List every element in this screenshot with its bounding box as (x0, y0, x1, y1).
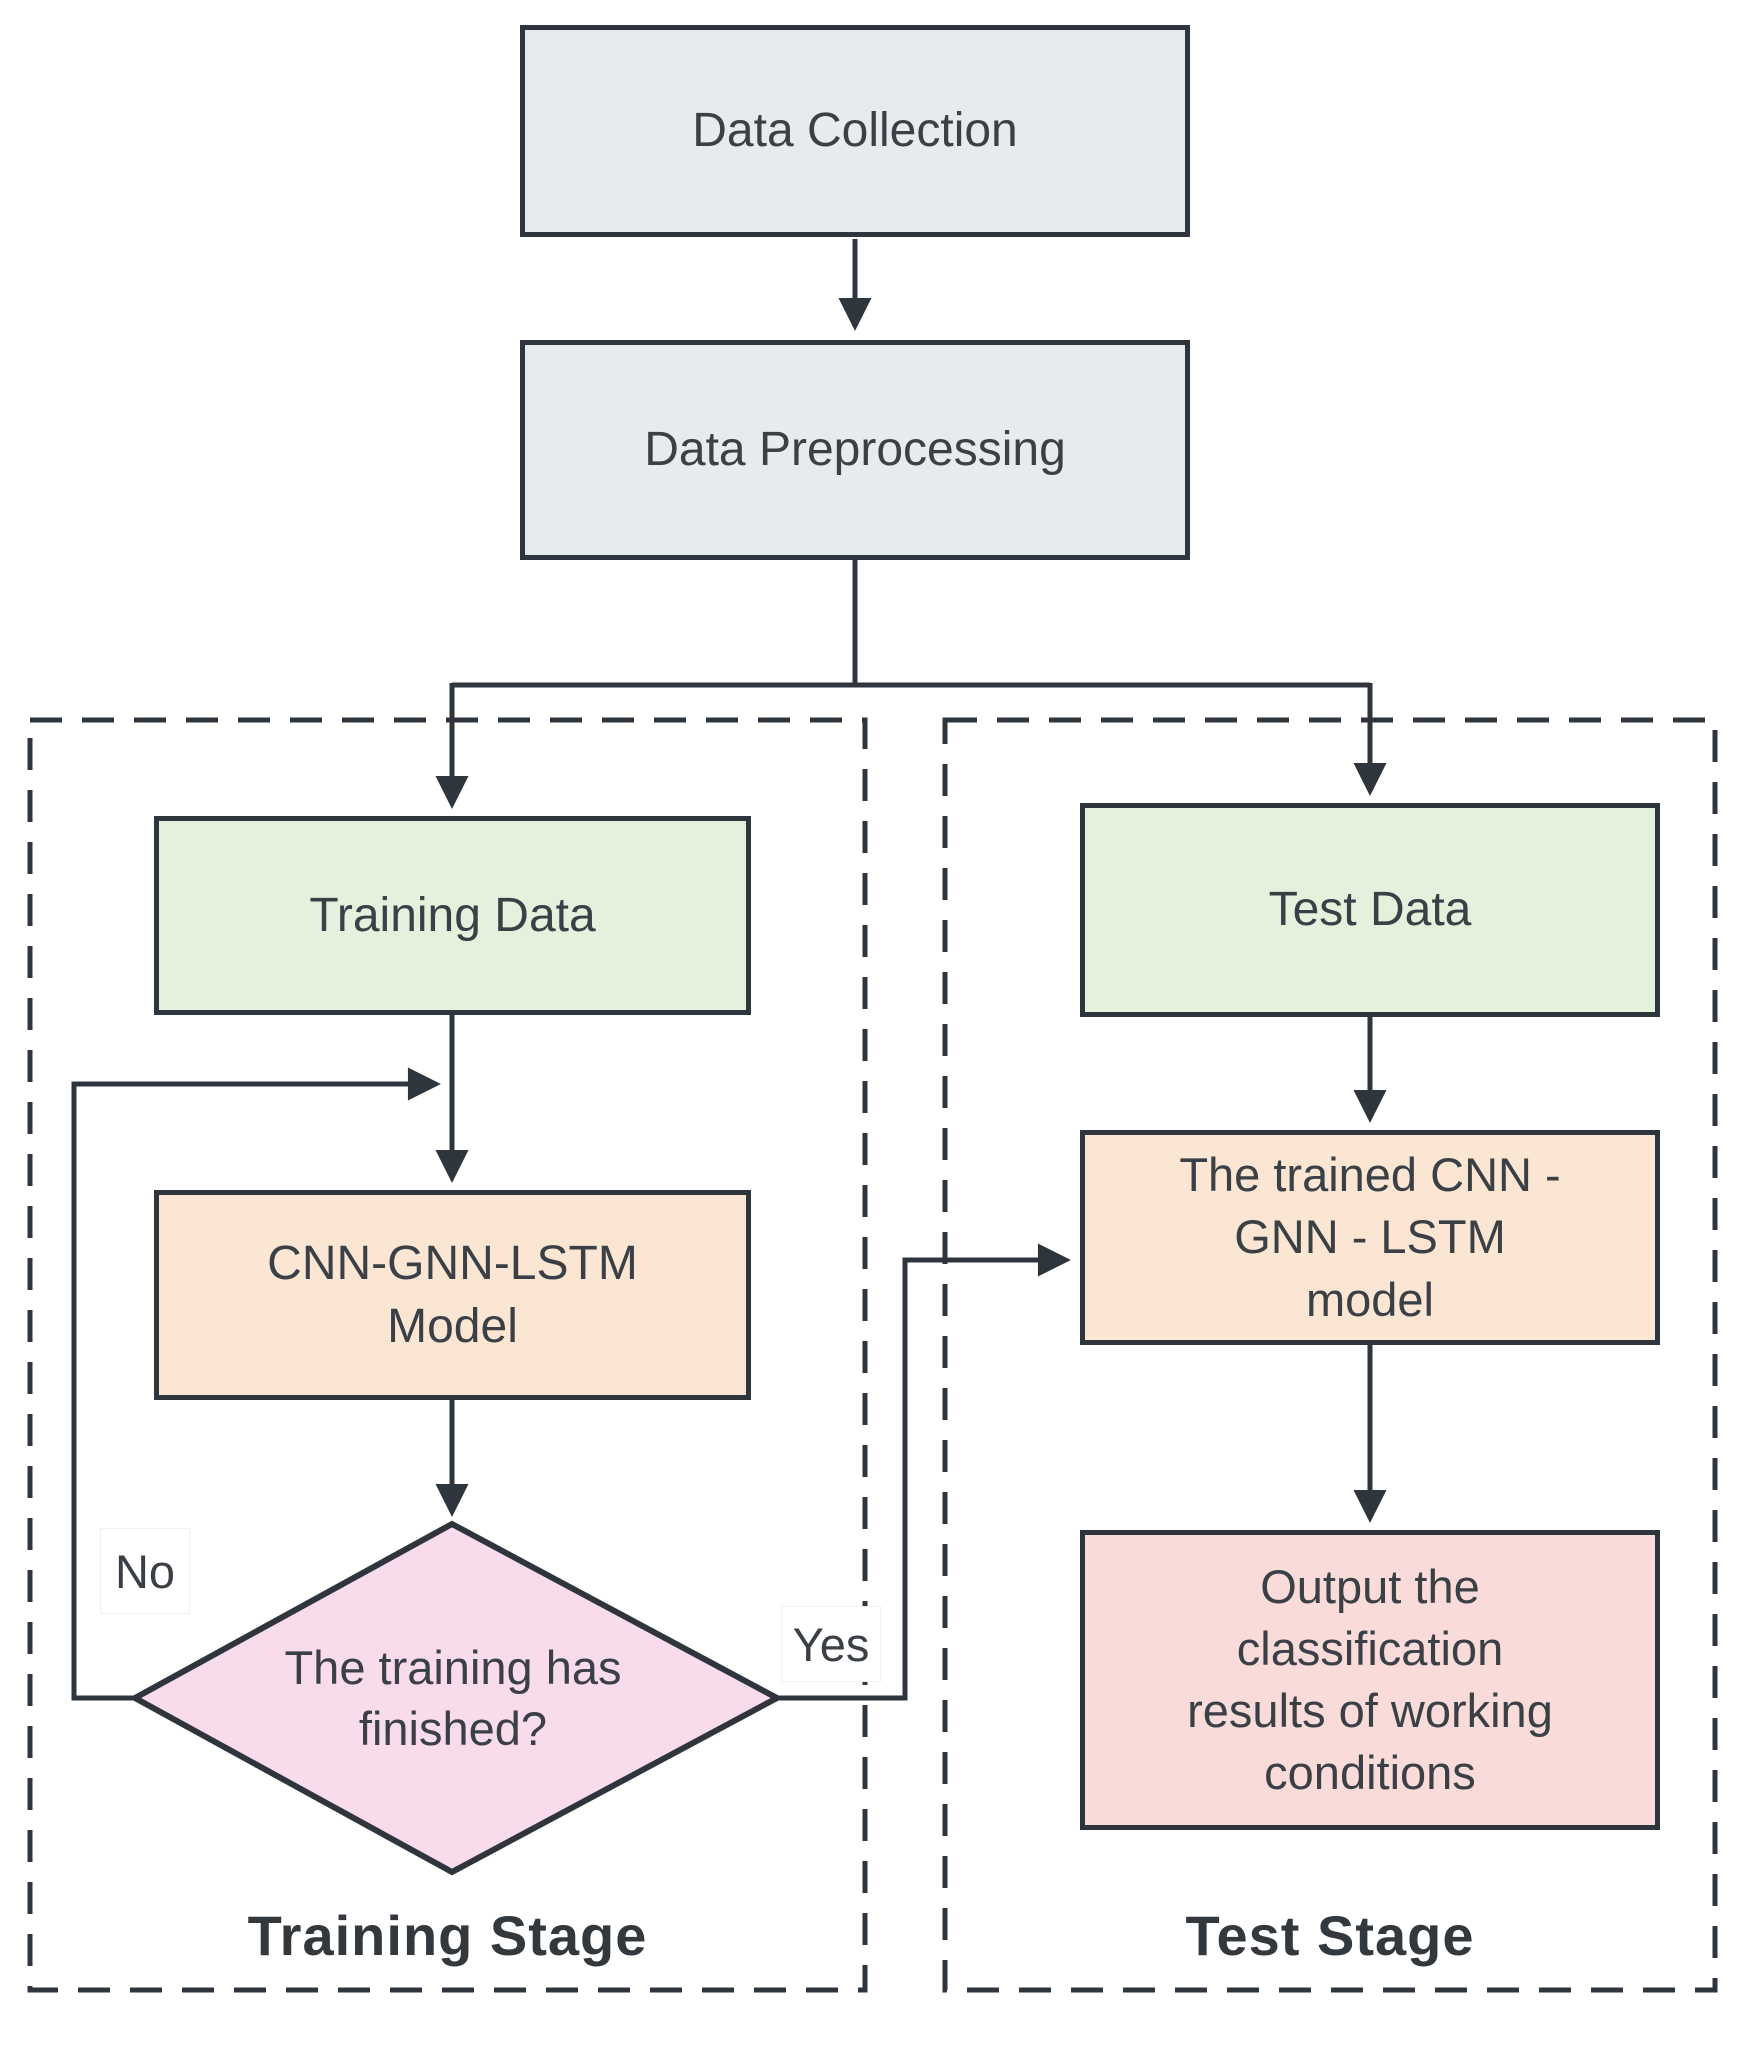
node-trained-model-label: The trained CNN - GNN - LSTM model (1179, 1148, 1561, 1326)
node-cnn-gnn-lstm-model: CNN-GNN-LSTM Model (154, 1190, 751, 1400)
node-test-data-label: Test Data (1268, 883, 1472, 937)
node-output-results: Output the classification results of wor… (1080, 1530, 1660, 1830)
node-training-data: Training Data (154, 816, 751, 1015)
edge-no-loop (71, 1067, 441, 1701)
node-cnn-gnn-lstm-model-label: CNN-GNN-LSTM Model (267, 1236, 638, 1353)
node-training-data-label: Training Data (309, 888, 596, 942)
yes-edge-label: Yes (781, 1606, 881, 1682)
node-data-collection: Data Collection (520, 25, 1190, 237)
node-data-preprocessing-label: Data Preprocessing (644, 423, 1066, 477)
no-edge-label: No (100, 1528, 190, 1614)
node-data-collection-label: Data Collection (692, 104, 1018, 158)
test-stage-label: Test Stage (1185, 1904, 1475, 1967)
training-stage-label: Training Stage (247, 1904, 648, 1967)
test-stage-container (942, 717, 1718, 1993)
node-decision-diamond (128, 1520, 784, 1876)
node-data-preprocessing: Data Preprocessing (520, 340, 1190, 560)
edge-yes-to-trained-model (777, 1243, 1071, 1701)
training-stage-container (27, 717, 868, 1993)
node-trained-model: The trained CNN - GNN - LSTM model (1080, 1130, 1660, 1345)
node-output-results-label: Output the classification results of wor… (1187, 1559, 1553, 1800)
node-test-data: Test Data (1080, 803, 1660, 1017)
